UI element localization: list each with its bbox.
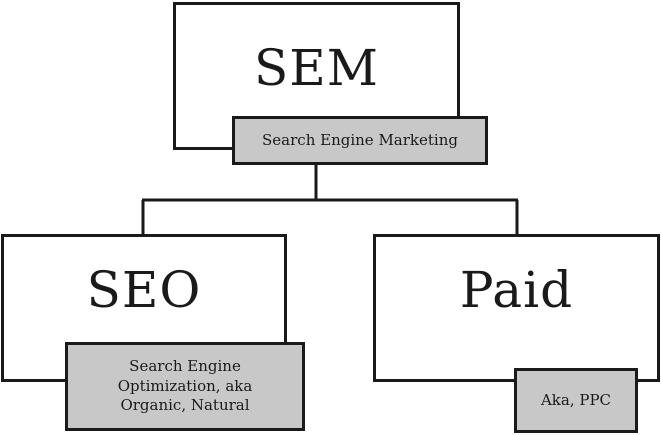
paid-subtitle: Aka, PPC (540, 390, 612, 409)
seo-title: SEO (86, 261, 202, 319)
seo-subtitle-tag: Search Engine Optimization, aka Organic,… (65, 342, 305, 431)
sem-title: SEM (254, 39, 379, 97)
sem-subtitle-tag: Search Engine Marketing (232, 116, 488, 165)
seo-subtitle: Search Engine Optimization, aka Organic,… (117, 357, 253, 415)
sem-subtitle: Search Engine Marketing (262, 130, 458, 149)
paid-subtitle-tag: Aka, PPC (514, 368, 638, 433)
paid-node: Paid (373, 234, 660, 382)
paid-title: Paid (459, 261, 574, 319)
